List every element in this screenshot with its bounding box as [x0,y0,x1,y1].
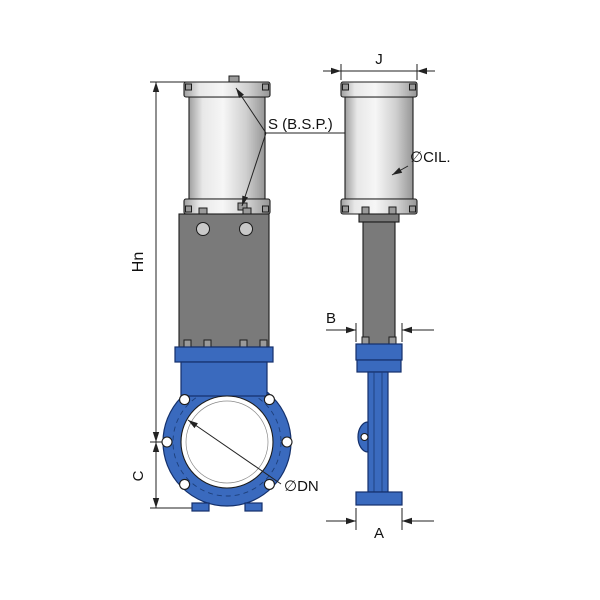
dimension-label-hn: Hn [130,252,147,272]
stem-top-plate [358,213,400,223]
bolt-hole [263,394,275,406]
cylinder-bottom-cap [340,198,418,215]
dimension-hn: Hn [130,81,186,443]
dimension-j: J [323,51,435,80]
dimension-label-b: B [326,310,336,327]
arrowhead-down [152,432,160,442]
gland-flange [355,343,403,361]
tie-rod-nut [262,83,269,91]
arrowhead-right [346,517,356,525]
pneumatic-cylinder-front [183,75,271,215]
body-foot [244,502,263,512]
leader-arrowhead [392,167,403,175]
cylinder-top-cap [183,81,271,98]
bonnet-side [356,359,402,373]
dimension-b: B [326,310,434,342]
dimension-label-c: C [130,470,147,481]
stem-bolt [388,206,397,215]
bonnet [180,361,268,397]
bore-diameter-label: ∅DN [284,478,319,495]
cylinder-barrel [188,96,266,200]
stem-side [358,206,400,347]
leader-arrowhead [242,195,248,206]
arrowhead-left [417,67,427,75]
arrowhead-right [346,326,356,334]
tie-rod-nut [409,83,416,91]
leader-line [241,132,267,207]
tie-rod-nut [185,83,192,91]
tie-rod-nut [185,205,192,213]
leader-arrowhead [236,88,244,98]
cylinder-top-cap [340,81,418,98]
bolt-hole [281,436,293,448]
seat-ring [185,400,269,484]
dimension-label-a: A [374,525,384,542]
label-s-bsp: S (B.S.P.) [235,87,346,207]
body-foot [191,502,210,512]
bore-circle [180,395,274,489]
cylinder-barrel [344,96,414,200]
stem-nut [196,222,210,236]
arrowhead-left [402,517,412,525]
stem-nut [239,222,253,236]
dimension-c: C [130,442,196,509]
arrowhead-left [402,326,412,334]
arrowhead-down [152,498,160,508]
valve-body-side [355,359,403,506]
arrowhead-right [331,67,341,75]
label-cil: ∅CIL. [391,149,451,176]
body-foot [355,491,403,506]
air-port-top [228,75,240,83]
side-view: J ∅CIL. [323,51,451,542]
tie-rod-nut [409,205,416,213]
stem-bolt [361,206,370,215]
leader-line [187,419,282,485]
bolt-hole [161,436,173,448]
tie-rod-nut [342,83,349,91]
lug-hole [360,432,369,442]
dimension-label-j: J [375,51,383,68]
arrowhead-up [152,442,160,452]
bolt-hole [263,478,275,490]
valve-body-front [161,361,293,512]
arrowhead-up [152,82,160,92]
dimension-a: A [326,508,434,542]
bolt-hole [179,394,191,406]
leader-arrowhead [188,420,198,429]
tie-rod-nut [342,205,349,213]
port-thread-label: S (B.S.P.) [268,116,333,133]
gland-flange [174,346,274,363]
pneumatic-cylinder-side [340,81,418,215]
tie-rod-nut [262,205,269,213]
cylinder-diameter-label: ∅CIL. [410,149,451,166]
label-dn: ∅DN [187,419,319,495]
stem-column [362,221,396,347]
cylinder-bottom-cap [183,198,271,215]
bolt-hole [179,478,191,490]
yoke-body [178,213,270,348]
body-web [367,371,389,493]
yoke-front [178,207,270,348]
front-view: Hn C S (B.S.P. [130,75,346,512]
